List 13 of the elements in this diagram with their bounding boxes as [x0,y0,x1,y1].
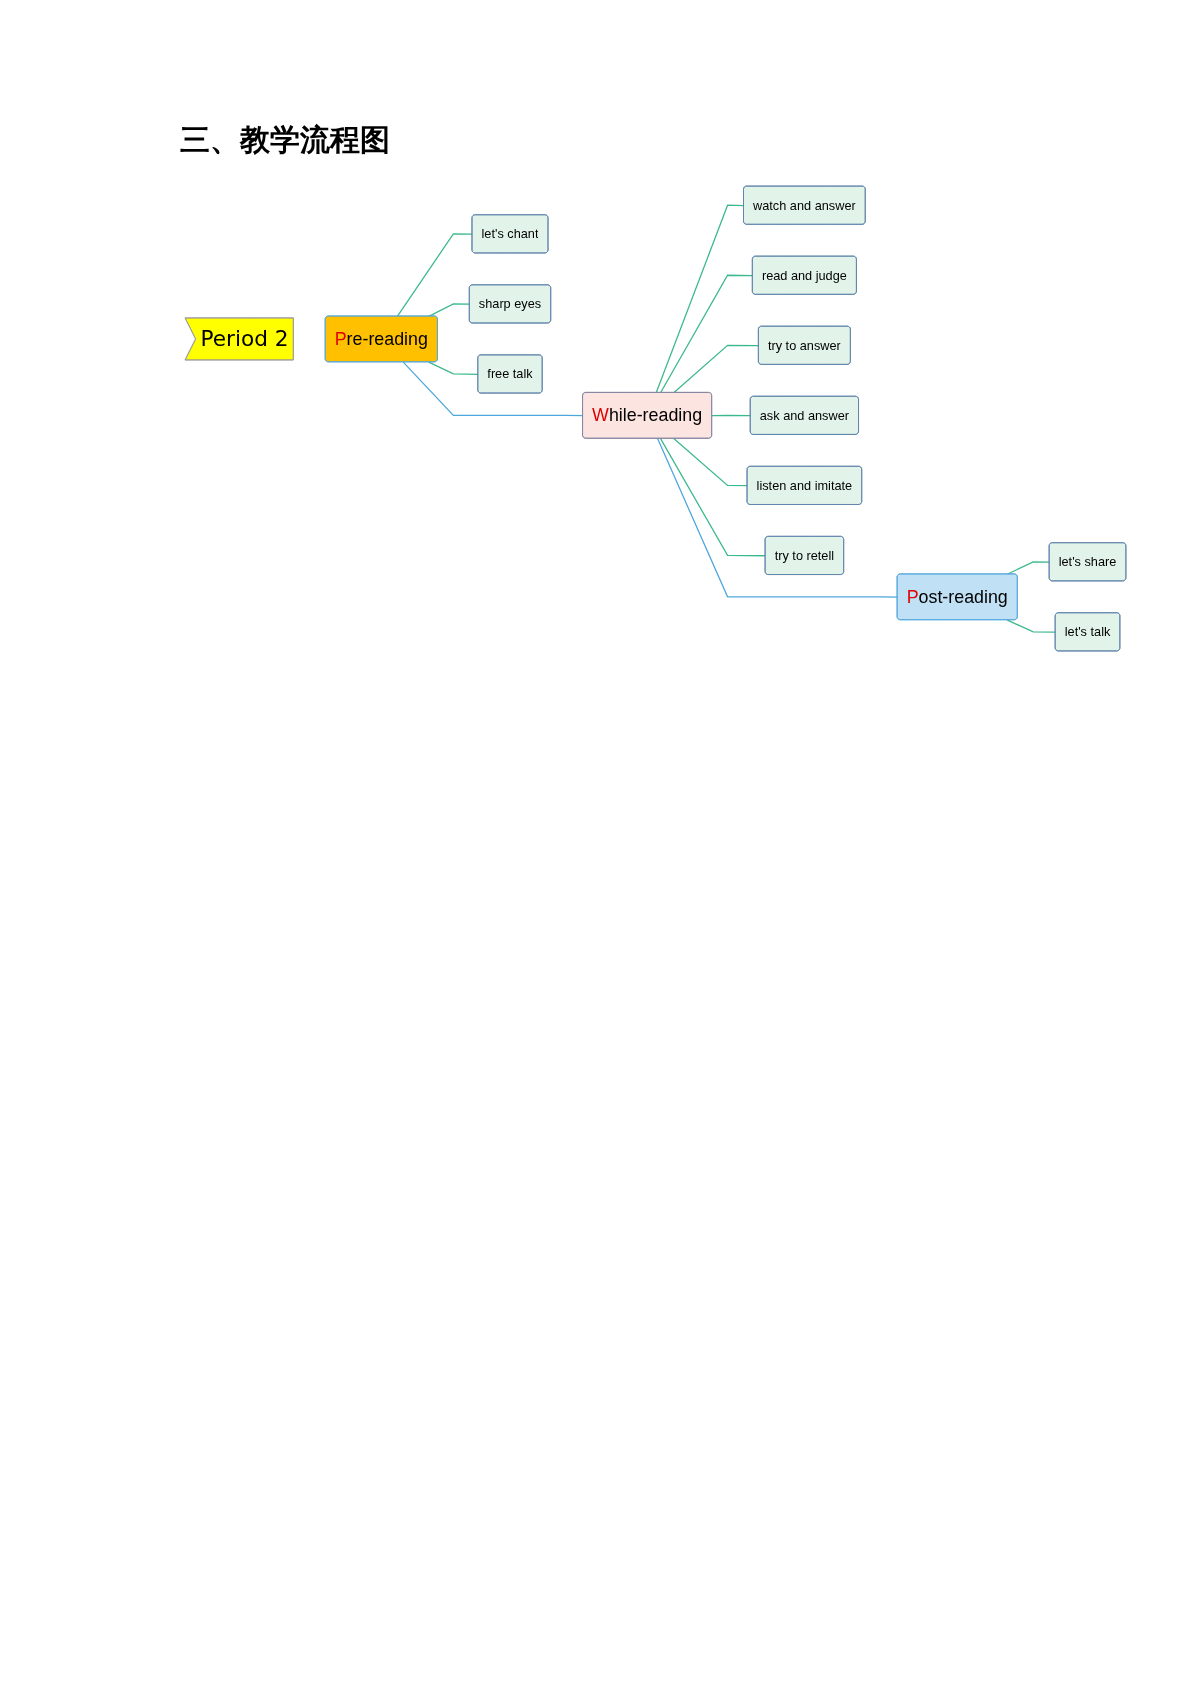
connector [428,361,479,375]
connector [659,437,767,557]
connector [659,274,754,394]
connector [711,414,752,417]
heading: 三、教学流程图 [180,121,391,159]
connector [396,233,473,317]
connector [428,303,471,317]
connector [673,437,748,487]
connector [673,344,760,394]
connector [1006,619,1057,633]
connector [656,437,899,598]
connector [655,204,745,394]
connector [402,361,584,417]
